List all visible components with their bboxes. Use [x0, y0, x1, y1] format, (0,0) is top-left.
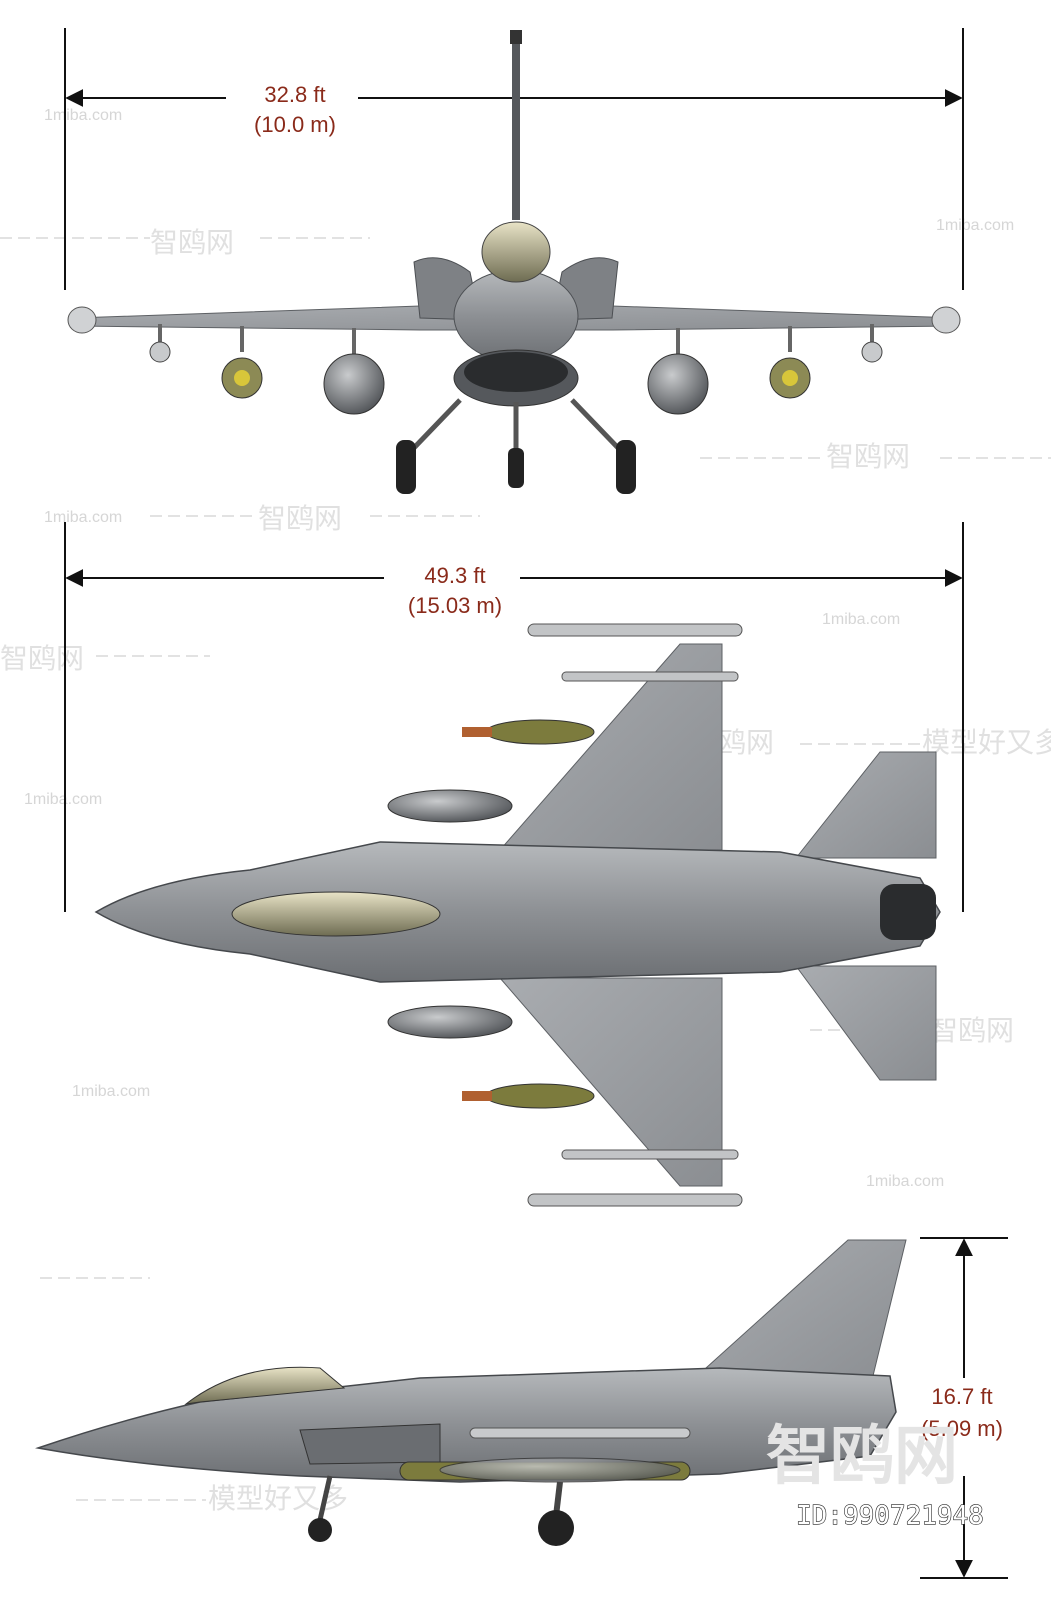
watermark-site: 1miba.com — [44, 509, 122, 526]
span-m-label: (10.0 m) — [254, 112, 336, 137]
length-m-label: (15.03 m) — [408, 593, 502, 618]
watermark-site: 1miba.com — [822, 611, 900, 628]
watermark-site: 1miba.com — [936, 217, 1014, 234]
watermark-site: 1miba.com — [72, 1083, 150, 1100]
height-m-label: (5.09 m) — [921, 1416, 1003, 1441]
top-view: 49.3 ft (15.03 m) — [64, 522, 964, 1207]
span-ft-label: 32.8 ft — [264, 82, 325, 107]
image-id-label: ID:990721948 — [796, 1501, 984, 1531]
watermark-brand: 智鸥网 — [150, 226, 234, 259]
length-ft-label: 49.3 ft — [424, 563, 485, 588]
side-view: 16.7 ft (5.09 m) — [35, 1237, 1008, 1579]
watermark-brand: 智鸥网 — [258, 502, 342, 535]
watermark-brand: 智鸥网 — [826, 440, 910, 473]
watermark-site: 1miba.com — [44, 107, 122, 124]
front-view: 32.8 ft (10.0 m) — [64, 28, 964, 494]
height-ft-label: 16.7 ft — [931, 1384, 992, 1409]
watermark-site: 1miba.com — [24, 791, 102, 808]
watermark-brand: 智鸥网 — [930, 1014, 1014, 1047]
watermark-site: 1miba.com — [866, 1173, 944, 1190]
watermark-brand-large: 智鸥网 — [766, 1420, 958, 1494]
watermark-brand-long: 模型好又多 — [922, 726, 1051, 759]
watermark-brand: 智鸥网 — [0, 642, 84, 675]
